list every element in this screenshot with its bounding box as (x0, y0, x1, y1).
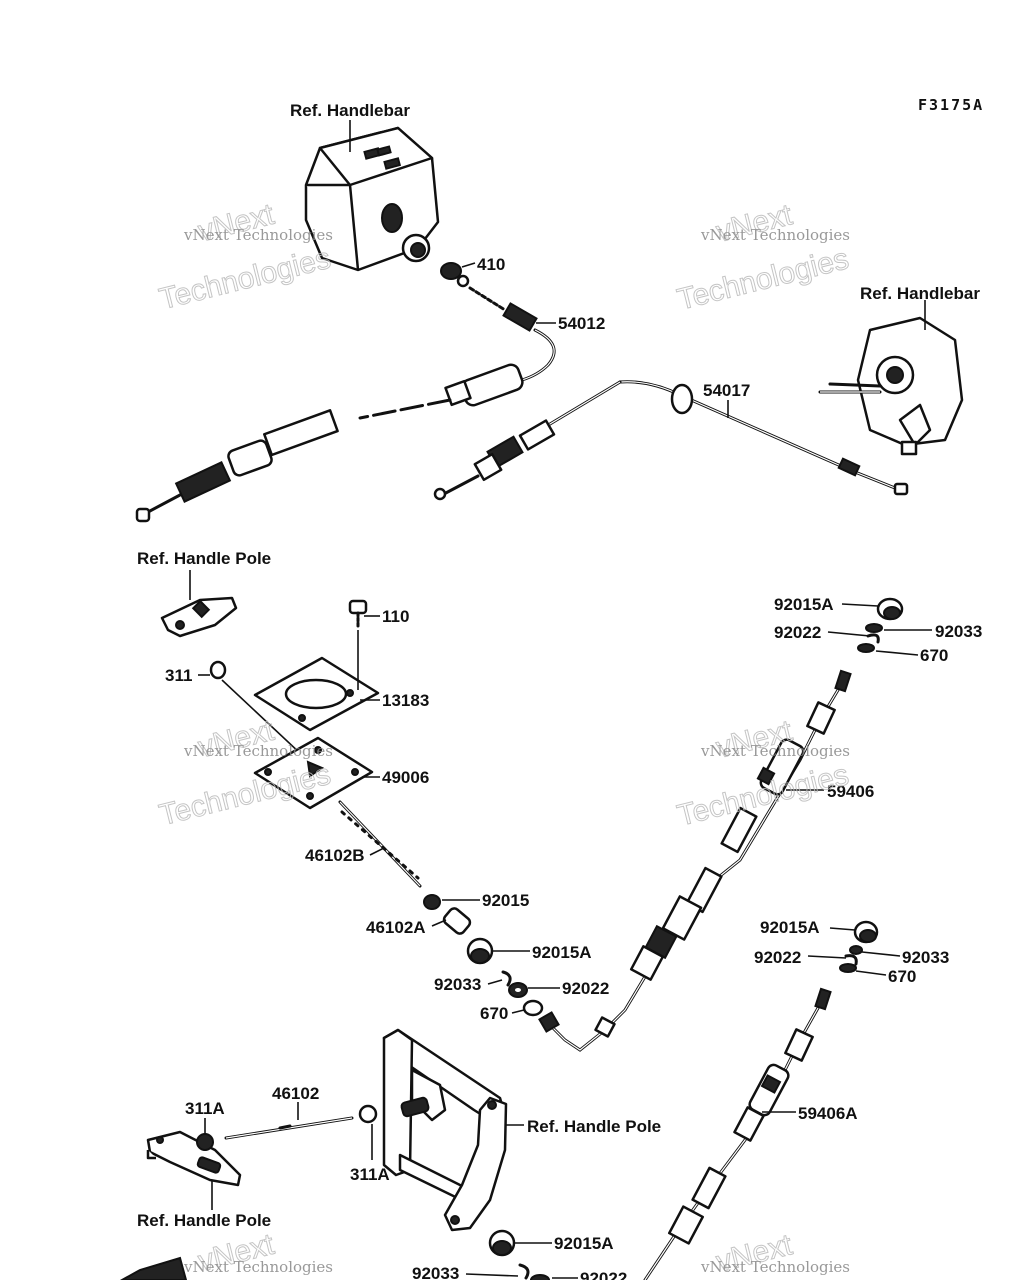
part-311A-nut-1 (196, 1133, 214, 1151)
part-670-ring-1 (522, 999, 544, 1017)
leader-46102A (431, 919, 447, 927)
label-92033-2: 92033 (935, 622, 982, 641)
label-54012: 54012 (558, 314, 605, 333)
watermark-mid-left: vNext vNext Technologies Technologies (156, 713, 335, 832)
label-92033-3: 92033 (902, 948, 949, 967)
watermark-text: vNext Technologies (183, 1258, 333, 1276)
label-670-3: 670 (888, 967, 916, 986)
part-92015A-nut-4 (488, 1229, 516, 1257)
part-46102-rod (224, 1116, 354, 1140)
part-92033-clip-1 (501, 970, 512, 987)
label-46102A: 46102A (366, 918, 426, 937)
label-92033-4: 92033 (412, 1264, 459, 1280)
right-handlebar-lever (818, 316, 964, 456)
handle-pole-frame (382, 1028, 508, 1232)
part-54012-cable (135, 286, 556, 523)
handle-pole-bracket-lower (146, 1130, 242, 1187)
corner-tag-fragment (119, 1256, 188, 1280)
part-311A-nut-2 (358, 1104, 378, 1124)
part-92033-clip-4 (518, 1263, 550, 1280)
leader-670-2 (875, 650, 919, 656)
label-92022-4: 92022 (580, 1269, 627, 1280)
label-92015: 92015 (482, 891, 529, 910)
part-46102B-rod (338, 800, 422, 888)
watermark-text: vNext Technologies (700, 226, 850, 244)
label-54017: 54017 (703, 381, 750, 400)
part-54017-cable (433, 380, 909, 501)
leader-670-1 (511, 1009, 525, 1014)
watermark-text: vNext Technologies (700, 1258, 850, 1276)
label-92022-1: 92022 (562, 979, 609, 998)
part-92022-92033-3 (839, 945, 863, 973)
label-ref-handlebar-left: Ref. Handlebar (290, 101, 410, 120)
label-92015A-2: 92015A (774, 595, 834, 614)
label-59406A: 59406A (798, 1104, 858, 1123)
label-92033-1: 92033 (434, 975, 481, 994)
part-59406A-cable (643, 987, 832, 1280)
watermark-word-2: Technologies (156, 758, 334, 832)
label-ref-handlebar-right: Ref. Handlebar (860, 284, 980, 303)
left-handlebar-housing (304, 126, 440, 272)
part-92022-92033-2 (857, 623, 883, 653)
label-46102B: 46102B (305, 846, 365, 865)
part-311 (209, 660, 227, 680)
label-92015A-3: 92015A (760, 918, 820, 937)
label-92015A-1: 92015A (532, 943, 592, 962)
leader-92015A-2 (841, 603, 879, 607)
part-46102A-sleeve (442, 907, 472, 935)
label-46102: 46102 (272, 1084, 319, 1103)
label-311: 311 (165, 666, 192, 685)
watermark-text: vNext Technologies (183, 226, 333, 244)
part-92022-washer-1 (508, 982, 528, 998)
leader-92033-3 (861, 951, 901, 957)
leader-92015A-3 (829, 927, 856, 931)
label-59406: 59406 (827, 782, 874, 801)
leader-410 (461, 262, 476, 268)
label-92015A-4: 92015A (554, 1234, 614, 1253)
leader-92022-3 (807, 955, 847, 959)
part-13183-gasket (253, 656, 380, 732)
leader-92022-2 (827, 631, 871, 637)
part-59406-cable (538, 669, 852, 1052)
leader-92033-4 (465, 1273, 519, 1277)
label-92022-2: 92022 (774, 623, 821, 642)
label-311A-2: 311A (350, 1165, 390, 1184)
watermark-word-2: Technologies (674, 242, 852, 316)
watermark-word-2: Technologies (156, 242, 334, 316)
leader-46102B (369, 847, 385, 856)
label-670-1: 670 (480, 1004, 508, 1023)
watermark-top-right: vNext vNext Technologies Technologies (674, 198, 853, 317)
label-ref-handle-pole-3: Ref. Handle Pole (137, 1211, 271, 1230)
part-92015A-nut-3 (853, 920, 879, 944)
label-ref-handle-pole-1: Ref. Handle Pole (137, 549, 271, 568)
part-110-bolt (348, 599, 368, 630)
label-311A-1: 311A (185, 1099, 225, 1118)
watermark-bottom-right: vNext vNext Technologies (700, 1228, 850, 1280)
part-92015-nut (423, 894, 441, 910)
leader-670-3 (855, 970, 887, 976)
handle-pole-bracket-upper (160, 596, 238, 638)
label-49006: 49006 (382, 768, 429, 787)
label-670-2: 670 (920, 646, 948, 665)
part-49006-plate (253, 736, 374, 810)
label-ref-handle-pole-2: Ref. Handle Pole (527, 1117, 661, 1136)
label-92022-3: 92022 (754, 948, 801, 967)
diagram-code: F3175A (918, 96, 984, 114)
watermark-text: vNext Technologies (183, 742, 333, 760)
watermark-text: vNext Technologies (700, 742, 850, 760)
part-92015A-nut-2 (876, 597, 904, 621)
label-410: 410 (477, 255, 505, 274)
part-410 (440, 262, 470, 288)
part-92015A-nut-1 (466, 937, 494, 965)
label-110: 110 (382, 607, 409, 626)
watermark-bottom-left: vNext vNext Technologies (183, 1227, 333, 1279)
leader-92033-1 (487, 979, 503, 985)
label-13183: 13183 (382, 691, 429, 710)
